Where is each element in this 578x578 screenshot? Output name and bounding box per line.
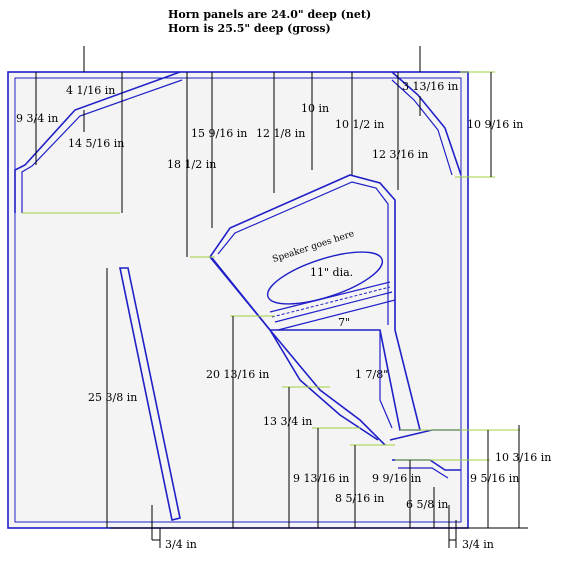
dim-15-9-16: 15 9/16 in (191, 127, 247, 140)
dim-4-1-16: 4 1/16 in (66, 84, 115, 97)
dim-6-5-8: 6 5/8 in (406, 498, 448, 511)
dim-12-1-8: 12 1/8 in (256, 127, 305, 140)
top-left-reflector (14, 71, 183, 213)
dim-8-5-16: 8 5/16 in (335, 492, 384, 505)
dim-3-4-right: 3/4 in (462, 538, 494, 551)
dim-25-3-8: 25 3/8 in (88, 391, 137, 404)
dim-9-3-4: 9 3/4 in (16, 112, 58, 125)
dim-9-13-16: 9 13/16 in (293, 472, 349, 485)
reference-lines (22, 71, 520, 461)
cabinet-outer (7, 71, 469, 529)
dim-10-1-2: 10 1/2 in (335, 118, 384, 131)
header-line-2: Horn is 25.5" deep (gross) (168, 22, 331, 35)
dim-1-7-8: 1 7/8" (355, 368, 388, 381)
dim-3-4-left: 3/4 in (165, 538, 197, 551)
dim-9-9-16: 9 9/16 in (372, 472, 421, 485)
dim-10-3-16: 10 3/16 in (495, 451, 551, 464)
dimension-lines (35, 46, 528, 548)
cabinet-inner (14, 77, 462, 523)
header-line-1: Horn panels are 24.0" deep (net) (168, 8, 372, 21)
dim-12-3-16: 12 3/16 in (372, 148, 428, 161)
dim-14-5-16: 14 5/16 in (68, 137, 124, 150)
slanted-panel (119, 267, 181, 521)
dim-7: 7" (338, 316, 350, 329)
dim-9-5-16: 9 5/16 in (470, 472, 519, 485)
dim-18-1-2: 18 1/2 in (167, 158, 216, 171)
dim-3-13-16: 3 13/16 in (402, 80, 458, 93)
dim-20-13-16: 20 13/16 in (206, 368, 269, 381)
diameter-label: 11" dia. (310, 266, 353, 279)
dim-10: 10 in (301, 102, 329, 115)
speaker-assembly (208, 174, 422, 431)
top-right-reflector (391, 71, 462, 176)
dim-13-3-4: 13 3/4 in (263, 415, 312, 428)
dim-10-9-16: 10 9/16 in (467, 118, 523, 131)
